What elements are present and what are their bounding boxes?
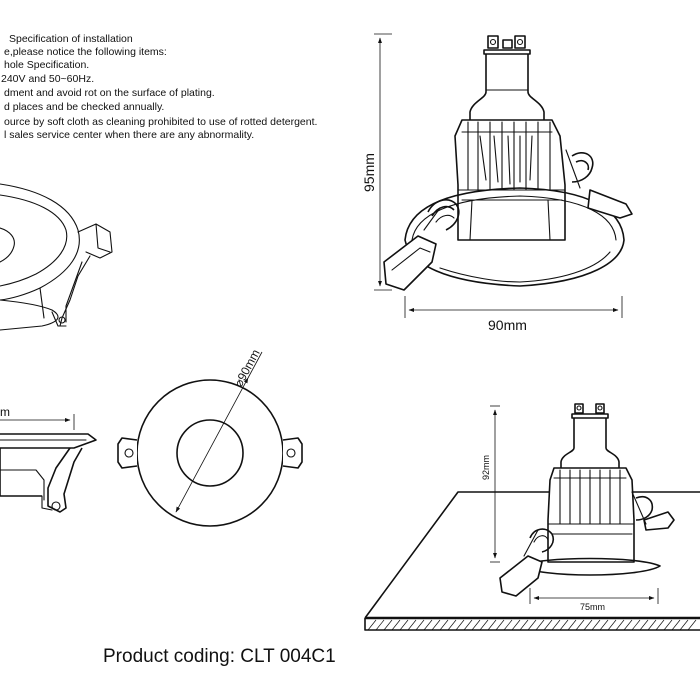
product-code: Product coding: CLT 004C1 xyxy=(103,646,336,667)
note-line: l sales service center when there are an… xyxy=(4,129,255,141)
dimension-width-main: 90mm xyxy=(404,296,623,333)
perspective-view-ring xyxy=(0,183,113,331)
note-line: Specification of installation xyxy=(9,33,133,45)
dim-label-75mm: 75mm xyxy=(580,602,605,612)
note-line: 240V and 50~60Hz. xyxy=(1,73,95,85)
note-line: e,please notice the following items: xyxy=(4,46,167,58)
note-line: dment and avoid rot on the surface of pl… xyxy=(4,87,215,99)
main-elevation-view xyxy=(383,35,633,291)
top-view-circle: ⌀90mm xyxy=(117,347,303,527)
installation-view: 92mm 75mm xyxy=(364,403,700,631)
dim-label-90mm: 90mm xyxy=(488,317,527,333)
dim-label-95mm: 95mm xyxy=(361,153,377,192)
dim-label-partial: m xyxy=(0,405,10,419)
dim-label-diameter: ⌀90mm xyxy=(231,347,262,389)
slab-hatching xyxy=(367,619,697,631)
note-line: ource by soft cloth as cleaning prohibit… xyxy=(4,116,318,128)
side-view-partial: m xyxy=(0,405,97,513)
note-line: hole Specification. xyxy=(4,59,90,71)
note-line: d places and be checked annually. xyxy=(4,101,165,113)
dim-label-92mm: 92mm xyxy=(481,455,491,480)
dimension-height-main: 95mm xyxy=(361,33,392,291)
